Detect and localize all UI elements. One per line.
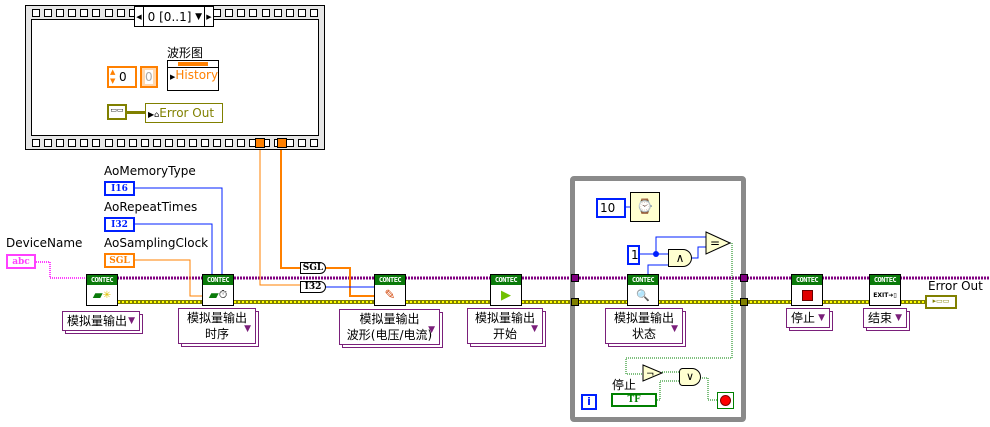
ao-init-vi[interactable]: CONTEC ▰✳ [86,274,118,306]
svg-text:¬: ¬ [646,369,654,380]
memory-type-wire [135,187,223,278]
device-name-wire [36,261,86,279]
repeat-times-wire [135,223,213,278]
loop-tunnel-error-out [740,298,748,306]
prev-frame-arrow-icon[interactable]: ◀ [135,7,144,26]
ao-write-waveform-vi[interactable]: CONTEC ✎ [374,274,406,306]
ao-timing-ring[interactable]: 模拟量输出时序▼ [178,308,256,344]
ao-memory-type-label: AoMemoryType [104,164,196,178]
chevron-down-icon: ▼ [895,313,902,323]
not-function[interactable]: ¬ [642,364,664,382]
numeric-constant: 0 [140,66,158,88]
device-name-label: DeviceName [6,236,83,250]
loop-condition-terminal[interactable] [717,392,734,409]
timing-icon: ▰⏱ [208,287,228,303]
wait-ms-function[interactable]: ⌚ [630,192,660,222]
device-name-control[interactable]: abc [6,254,36,269]
error-constant-icon: ▭▭ [107,104,127,120]
sequence-frame-selector[interactable]: ◀ 0 [0..1] ▼ ▶ [134,6,214,27]
chevron-down-icon: ▼ [428,325,435,335]
wait-ms-constant[interactable]: 10 [596,198,626,218]
waveform-indicator[interactable]: ▶History [167,60,219,91]
waveform-label: 波形图 [167,46,204,60]
ao-sampling-clock-control[interactable]: SGL [104,253,135,268]
start-icon: ▶ [501,287,511,303]
ao-status-ring[interactable]: 模拟量输出状态▼ [605,308,683,344]
error-out-label: Error Out [928,279,983,293]
or-function[interactable]: ∨ [679,368,701,386]
loop-tunnel-task-out [740,274,748,282]
write-icon: ✎ [384,287,396,303]
equal-function[interactable]: = [705,231,731,255]
error-const-wire [127,111,145,114]
exit-icon: EXIT➜▯ [873,291,897,299]
sgl-conversion: SGL [300,262,326,274]
history-label: History [175,68,219,82]
ao-stop-vi[interactable]: CONTEC [791,274,823,306]
next-frame-arrow-icon[interactable]: ▶ [204,7,213,26]
numeric-control[interactable]: ▲▼ 0 [107,66,137,88]
chevron-down-icon: ▼ [531,324,538,334]
compare-constant[interactable]: 1 [627,245,640,265]
stop-icon [792,285,822,305]
ao-memory-type-control[interactable]: I16 [104,181,135,196]
status-icon: 🔍 [636,288,650,302]
init-icon: ▰✳ [92,287,112,303]
ao-start-ring[interactable]: 模拟量输出开始▼ [467,308,543,344]
ao-timing-vi[interactable]: CONTEC ▰⏱ [202,274,234,306]
stop-button-terminal[interactable]: TF [611,393,657,407]
sequence-film-bottom [26,136,324,149]
ao-exit-vi[interactable]: CONTEC EXIT➜▯ [869,274,901,306]
stop-sign-icon [720,395,731,406]
ao-init-ring[interactable]: 模拟量输出▼ [62,311,140,331]
sampling-clock-wire [135,259,202,297]
ao-stop-ring[interactable]: 停止▼ [786,308,830,328]
ao-repeat-times-label: AoRepeatTimes [104,200,198,214]
stop-label: 停止 [612,378,637,392]
chevron-down-icon: ▼ [818,313,825,323]
ao-start-vi[interactable]: CONTEC ▶ [490,274,522,306]
watch-icon: ⌚ [636,199,654,215]
chevron-down-icon: ▼ [128,316,135,326]
ao-sampling-clock-label: AoSamplingClock [104,236,209,250]
iteration-terminal: i [581,394,597,410]
error-out-indicator[interactable]: ▶⌂Error Out [145,103,223,123]
tunnel-wire-1 [259,150,300,286]
chevron-down-icon[interactable]: ▼ [195,11,202,22]
ao-repeat-times-control[interactable]: I32 [104,217,135,232]
chevron-down-icon: ▼ [244,324,251,334]
and-function[interactable]: ∧ [668,249,692,267]
chevron-down-icon: ▼ [671,324,678,334]
sequence-tunnel-2 [277,138,287,148]
loop-tunnel-task-in [571,274,579,282]
loop-tunnel-error-in [571,298,579,306]
i32-conversion: I32 [300,281,326,293]
tunnel-wire-2 [280,150,300,269]
wire-junction [653,251,659,257]
svg-text:=: = [710,236,720,250]
ao-exit-ring[interactable]: 结束▼ [863,308,907,328]
frame-selector-text: 0 [0..1] [147,9,192,24]
sequence-tunnel-1 [255,138,265,148]
ao-status-vi[interactable]: CONTEC 🔍 [627,274,659,306]
ao-write-ring[interactable]: 模拟量输出波形(电压/电流)▼ [339,309,440,345]
error-out-terminal[interactable]: ▸▭▭ [925,295,957,309]
